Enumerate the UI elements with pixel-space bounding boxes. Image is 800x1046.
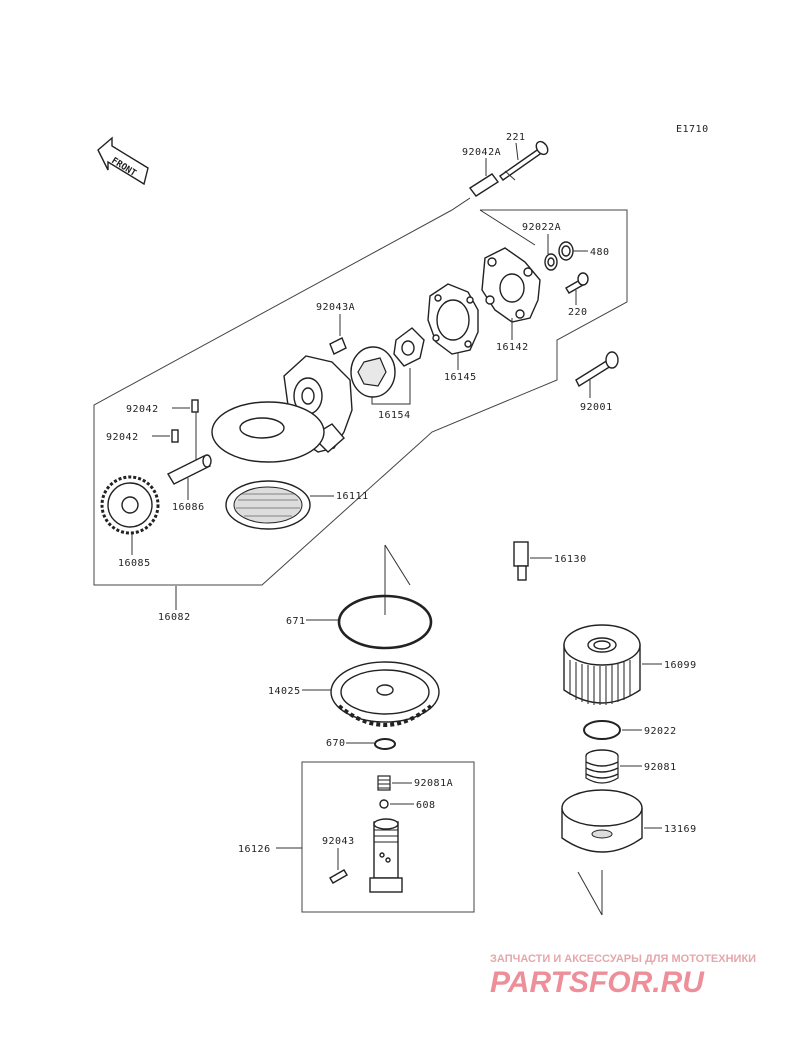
label-92042-lower: 92042 — [106, 432, 139, 443]
gear-16085 — [100, 475, 160, 535]
o-ring-670 — [374, 738, 396, 750]
washer-92022 — [583, 720, 621, 740]
o-ring-671 — [337, 594, 433, 650]
label-16126: 16126 — [238, 844, 271, 855]
diagram-code: E1710 — [676, 124, 709, 135]
watermark-logo: PARTSFOR.RU — [490, 966, 705, 999]
spring-92081 — [585, 749, 619, 784]
bolt-221 — [499, 140, 549, 181]
spring-92081A — [377, 775, 391, 791]
label-13169: 13169 — [664, 824, 697, 835]
pin-92043 — [329, 869, 348, 884]
label-671: 671 — [286, 616, 306, 627]
relief-valve-group-16126 — [301, 761, 475, 913]
strainer-16111 — [225, 480, 311, 530]
watermark-tagline: ЗАПЧАСТИ И АКСЕССУАРЫ ДЛЯ МОТОТЕХНИКИ — [490, 953, 756, 965]
label-16085: 16085 — [118, 558, 151, 569]
filter-cover-14025 — [330, 661, 440, 727]
label-16145: 16145 — [444, 372, 477, 383]
label-220: 220 — [568, 307, 588, 318]
label-16154: 16154 — [378, 410, 411, 421]
gasket-16145 — [427, 283, 479, 355]
pin-92042-upper — [191, 399, 199, 413]
label-670: 670 — [326, 738, 346, 749]
label-221: 221 — [506, 132, 526, 143]
label-92022: 92022 — [644, 726, 677, 737]
pump-cover-16142 — [481, 247, 541, 323]
rotor-set-16154 — [350, 327, 425, 398]
shaft-16086 — [167, 454, 212, 485]
bolt-92001 — [575, 351, 619, 388]
label-92001: 92001 — [580, 402, 613, 413]
plug-16130 — [513, 541, 529, 581]
oil-filter-16099 — [563, 624, 641, 705]
label-92043A: 92043A — [316, 302, 355, 313]
label-92081: 92081 — [644, 762, 677, 773]
front-arrow-icon: FRONT — [97, 136, 149, 186]
label-14025: 14025 — [268, 686, 301, 697]
assembly-boundary-16082 — [93, 209, 628, 586]
sleeve-92042A — [468, 173, 500, 197]
label-92042-upper: 92042 — [126, 404, 159, 415]
label-92022A: 92022A — [522, 222, 561, 233]
label-16082: 16082 — [158, 612, 191, 623]
label-16086: 16086 — [172, 502, 205, 513]
label-16142: 16142 — [496, 342, 529, 353]
relief-valve-body — [369, 818, 403, 893]
pin-92042-lower — [171, 429, 179, 443]
label-92042A: 92042A — [462, 147, 501, 158]
label-480: 480 — [590, 247, 610, 258]
label-16111: 16111 — [336, 491, 369, 502]
label-92081A: 92081A — [414, 778, 453, 789]
filter-cup-13169 — [561, 789, 643, 853]
dowel-92043A — [329, 337, 347, 355]
label-92043: 92043 — [322, 836, 355, 847]
screw-220 — [565, 272, 589, 294]
label-16130: 16130 — [554, 554, 587, 565]
label-608: 608 — [416, 800, 436, 811]
ball-608 — [379, 799, 389, 809]
label-16099: 16099 — [664, 660, 697, 671]
